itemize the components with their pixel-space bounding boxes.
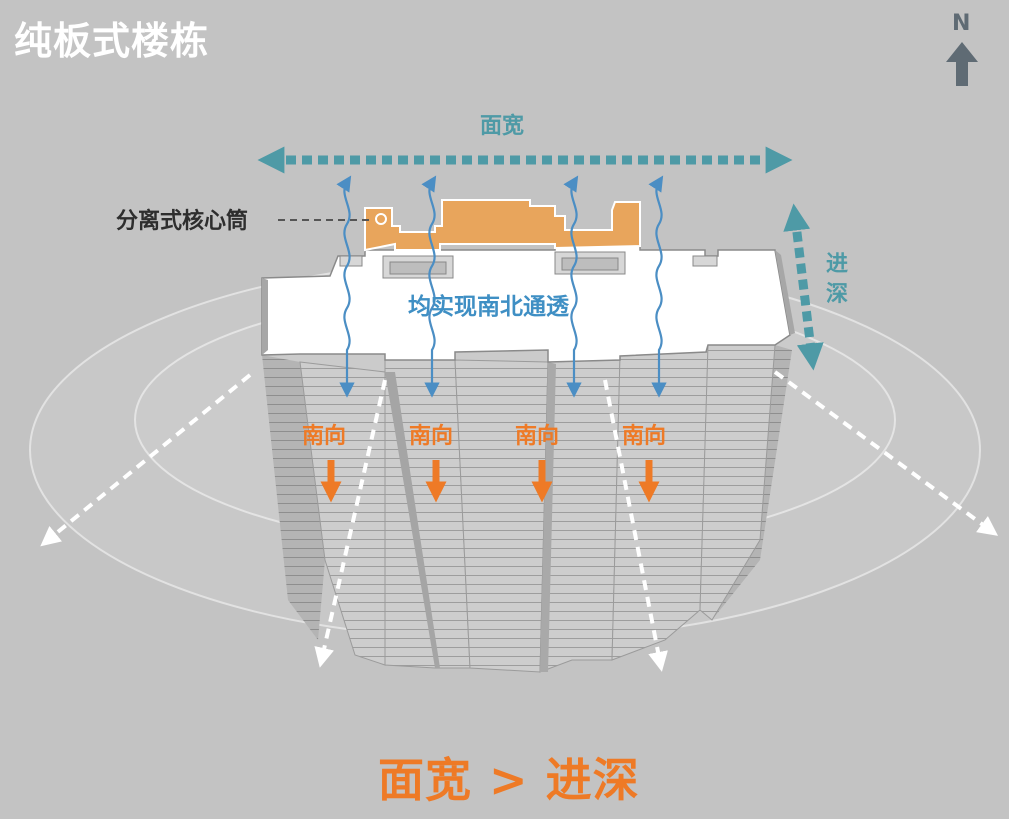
core-tube-label: 分离式核心筒: [116, 209, 249, 234]
ventilation-arrow-2: [421, 175, 440, 398]
north-arrow-icon: [946, 42, 978, 86]
building-facade: [262, 344, 792, 673]
south-label-4: 南向: [622, 424, 667, 449]
ventilation-arrows: [336, 175, 667, 398]
outward-arrows: [40, 370, 999, 672]
page-title: 纯板式楼栋: [14, 19, 210, 63]
outward-arrow-west-icon: [40, 373, 252, 547]
ventilation-arrow-1: [336, 175, 355, 398]
conclusion-text: 面宽 > 进深: [378, 753, 640, 807]
width-label: 面宽: [480, 114, 525, 139]
depth-arrow-icon: [783, 203, 824, 371]
depth-label: 进深: [826, 252, 849, 307]
south-label-1: 南向: [302, 424, 347, 449]
ventilation-label: 均实现南北通透: [408, 294, 569, 320]
outward-arrow-southeast-icon: [603, 379, 668, 672]
south-label-2: 南向: [409, 424, 454, 449]
south-label-3: 南向: [515, 424, 560, 449]
south-arrows: [320, 460, 660, 503]
compass-north-label: N: [952, 11, 971, 36]
outward-arrow-southwest-icon: [314, 379, 387, 668]
core-tube-shapes: [364, 199, 641, 252]
outward-arrow-east-icon: [773, 370, 999, 536]
ventilation-arrow-3: [563, 175, 582, 398]
ventilation-arrow-4: [648, 175, 667, 398]
